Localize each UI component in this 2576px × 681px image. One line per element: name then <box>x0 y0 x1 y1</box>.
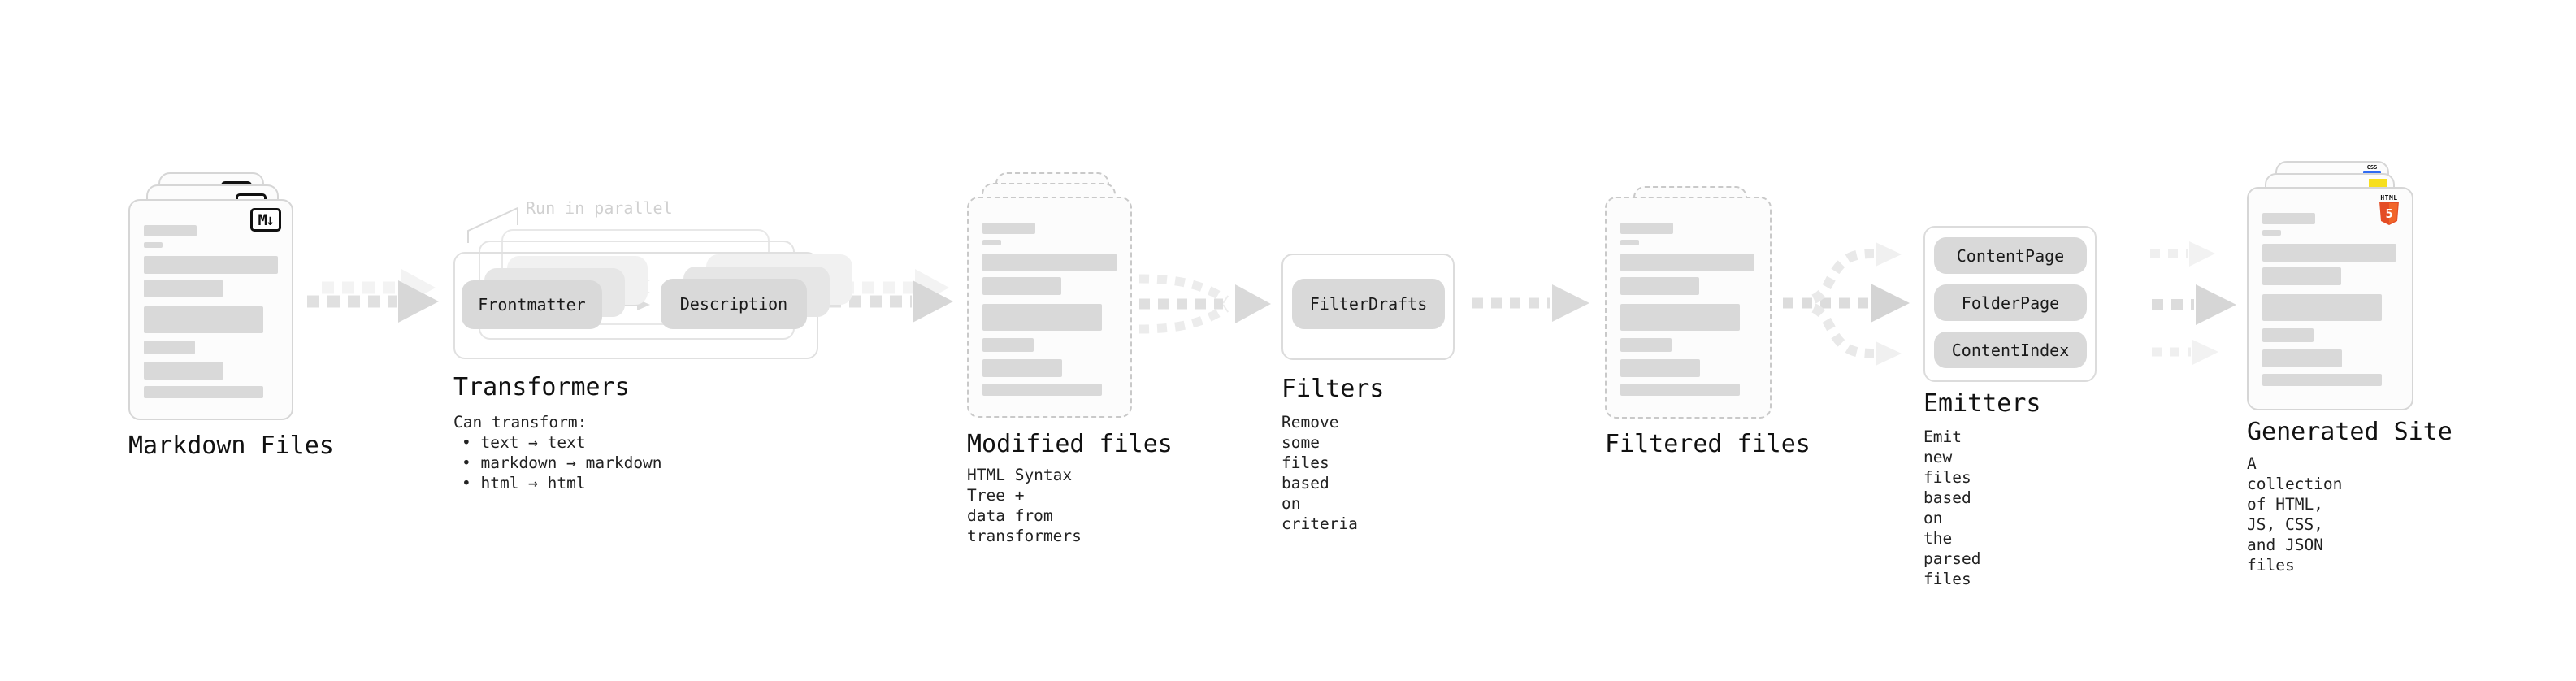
modified-doc-front <box>967 197 1132 418</box>
js-icon <box>2369 179 2387 189</box>
text-line-placeholder <box>2262 213 2315 224</box>
text-line-placeholder <box>982 304 1102 331</box>
transformers-bullet: • text → text <box>462 433 586 452</box>
text-line-placeholder <box>982 240 1001 245</box>
emitters-title: Emitters <box>1923 389 2041 418</box>
text-line-placeholder <box>982 277 1061 295</box>
arrow-emitters-to-site <box>2150 241 2236 365</box>
emitter-node-contentpage: ContentPage <box>1934 237 2087 274</box>
text-line-placeholder <box>1620 359 1700 377</box>
arrow-filters-to-filtered <box>1472 284 1589 322</box>
text-line-placeholder <box>144 256 278 274</box>
run-in-parallel-annotation: Run in parallel <box>526 198 673 218</box>
transformers-bullet: • markdown → markdown <box>462 453 662 472</box>
markdown-doc-front: M↓ <box>128 199 293 420</box>
text-line-placeholder <box>2262 294 2382 321</box>
emitters-caption: Emit new files based on the parsed files <box>1923 427 1981 588</box>
modified-files-label: Modified files <box>967 430 1173 458</box>
filter-node-filterdrafts: FilterDrafts <box>1292 279 1445 329</box>
text-line-placeholder <box>982 223 1035 234</box>
text-line-placeholder <box>2262 374 2382 386</box>
text-line-placeholder <box>144 242 163 248</box>
text-line-placeholder <box>982 254 1117 271</box>
text-line-placeholder <box>144 225 197 236</box>
filters-title: Filters <box>1281 375 1385 403</box>
text-line-placeholder <box>982 384 1102 396</box>
html5-icon-label: HTML <box>2380 194 2398 202</box>
arrow-markdown-to-transformers <box>307 269 439 323</box>
text-line-placeholder <box>1620 304 1740 331</box>
filtered-files-label: Filtered files <box>1605 430 1811 458</box>
generated-site-caption: A collection of HTML, JS, CSS, and JSON … <box>2247 454 2343 575</box>
filtered-doc-front <box>1605 197 1772 419</box>
text-line-placeholder <box>1620 384 1740 396</box>
text-line-placeholder <box>2262 328 2314 342</box>
emitter-node-contentindex: ContentIndex <box>1934 332 2087 368</box>
text-line-placeholder <box>2262 230 2281 236</box>
transformers-caption-title: Can transform: <box>453 413 588 432</box>
filters-caption: Remove some files based on criteria <box>1281 413 1358 533</box>
transformer-node-description: Description <box>661 279 807 329</box>
generated-site-label: Generated Site <box>2247 418 2452 446</box>
html5-icon-number: 5 <box>2385 206 2392 221</box>
site-doc-html: HTML 5 <box>2247 187 2413 410</box>
html5-icon: HTML 5 <box>2379 194 2400 229</box>
arrow-modified-to-filters <box>1138 274 1271 334</box>
text-line-placeholder <box>144 362 223 380</box>
markdown-files-label: Markdown Files <box>128 432 334 460</box>
text-line-placeholder <box>2262 349 2342 367</box>
text-line-placeholder <box>1620 254 1754 271</box>
text-line-placeholder <box>1620 277 1699 295</box>
text-line-placeholder <box>1620 338 1672 352</box>
text-line-placeholder <box>1620 223 1673 234</box>
filters-box <box>1281 254 1455 360</box>
text-line-placeholder <box>982 338 1034 352</box>
css-icon-label: CSS <box>2366 164 2378 171</box>
markdown-icon: M↓ <box>250 208 281 232</box>
text-line-placeholder <box>144 386 263 398</box>
text-line-placeholder <box>144 280 223 297</box>
transformers-bullet: • html → html <box>462 474 586 492</box>
arrow-filtered-to-emitters <box>1783 242 1910 366</box>
text-line-placeholder <box>144 306 263 333</box>
emitter-node-folderpage: FolderPage <box>1934 284 2087 321</box>
text-line-placeholder <box>144 340 195 354</box>
modified-files-caption: HTML Syntax Tree + data from transformer… <box>967 466 1082 545</box>
text-line-placeholder <box>2262 244 2396 262</box>
text-line-placeholder <box>982 359 1062 377</box>
emitters-box <box>1923 226 2097 382</box>
text-line-placeholder <box>2262 267 2341 285</box>
transformers-title: Transformers <box>453 373 630 401</box>
text-line-placeholder <box>1620 240 1639 245</box>
transformer-node-frontmatter: Frontmatter <box>462 280 602 329</box>
